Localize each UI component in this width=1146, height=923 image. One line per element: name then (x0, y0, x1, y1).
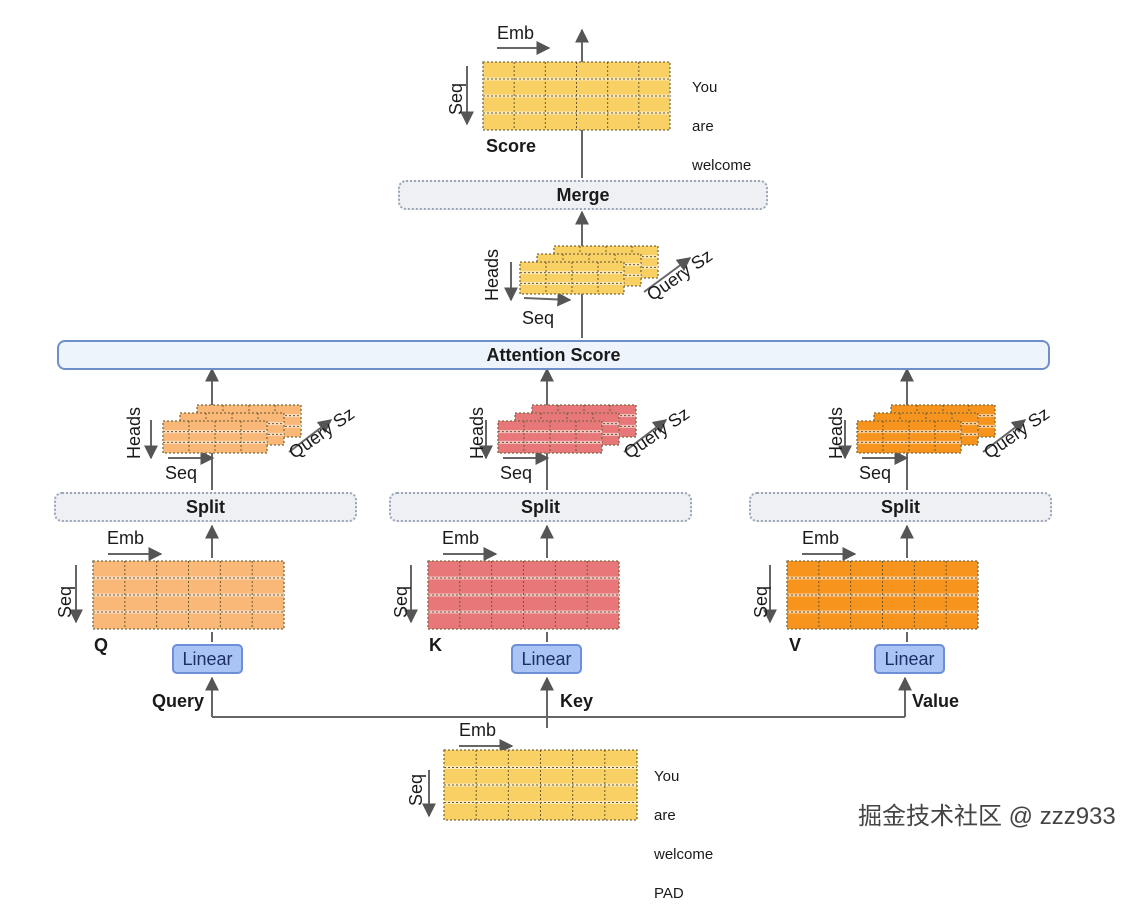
q-matrix (92, 560, 285, 630)
score-label: Score (486, 136, 537, 156)
q-query-sz-arrow (288, 419, 333, 453)
top-word-list: You are welcome PAD (692, 58, 751, 234)
k-heads-label: Heads (467, 406, 488, 460)
heads-label: Heads (482, 248, 503, 302)
k-heads-stack-layer-1 (497, 420, 603, 454)
top-word: are (692, 117, 714, 135)
query-input-label: Query (152, 691, 205, 711)
bottom-word: PAD (654, 884, 684, 902)
q-heads-stack-layer-1 (162, 420, 268, 454)
heads-stack-query-sz-arrow (643, 257, 692, 293)
v-split-bar: Split (749, 492, 1052, 522)
merge-bar: Merge (398, 180, 768, 210)
bottom-word-list: You are welcome PAD (654, 747, 713, 923)
bottom-word: You (654, 767, 680, 785)
v-seq-vertical-label: Seq (751, 585, 772, 619)
k-seq-label: Seq (500, 463, 533, 483)
bottom-seq-label: Seq (406, 773, 427, 807)
k-split-bar: Split (389, 492, 692, 522)
top-emb-label: Emb (497, 23, 535, 43)
q-split-bar: Split (54, 492, 357, 522)
k-matrix-label: K (429, 635, 442, 655)
k-linear-button[interactable]: Linear (511, 644, 582, 674)
value-input-label: Value (912, 691, 960, 711)
diagram-canvas (69, 28, 1027, 821)
v-seq-label: Seq (859, 463, 892, 483)
bottom-word: are (654, 806, 676, 824)
top-seq-label: Seq (446, 82, 467, 116)
k-query-sz-arrow (623, 419, 668, 453)
k-seq-vertical-label: Seq (391, 585, 412, 619)
watermark: 掘金技术社区 @ zzz933 (858, 803, 1116, 830)
q-seq-vertical-label: Seq (55, 585, 76, 619)
attention-score-bar: Attention Score (57, 340, 1050, 370)
key-input-label: Key (560, 691, 594, 711)
v-matrix-label: V (789, 635, 802, 655)
seq-label: Seq (522, 308, 555, 328)
q-heads-label: Heads (124, 406, 145, 460)
top-word: welcome (692, 156, 752, 174)
bottom-emb-label: Emb (459, 720, 497, 740)
input-matrix (443, 749, 638, 821)
v-query-sz-arrow (982, 419, 1027, 453)
q-linear-button[interactable]: Linear (172, 644, 243, 674)
k-emb-label: Emb (442, 528, 480, 548)
q-emb-label: Emb (107, 528, 145, 548)
k-matrix (427, 560, 620, 630)
bottom-word: welcome (654, 845, 714, 863)
score-matrix (482, 61, 671, 131)
v-matrix (786, 560, 979, 630)
v-linear-button[interactable]: Linear (874, 644, 945, 674)
q-matrix-label: Q (94, 635, 109, 655)
top-word: You (692, 78, 718, 96)
merged-heads-stack-layer-1 (519, 261, 625, 295)
heads-stack-seq-arrow (523, 292, 572, 307)
v-heads-stack-layer-1 (856, 420, 962, 454)
v-emb-label: Emb (802, 528, 840, 548)
q-seq-label: Seq (165, 463, 198, 483)
v-heads-label: Heads (826, 406, 847, 460)
